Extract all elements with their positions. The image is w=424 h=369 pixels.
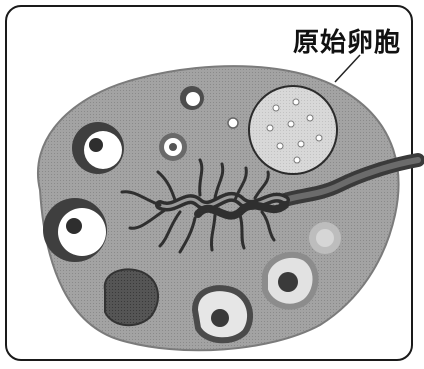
callout-leader xyxy=(335,55,360,82)
follicle-bottom-center xyxy=(195,288,250,340)
primordial-follicle-label: 原始卵胞 xyxy=(293,22,401,59)
follicle-small-top xyxy=(180,86,204,110)
follicle-left-upper xyxy=(72,122,124,174)
follicle-tiny xyxy=(228,118,238,128)
follicle-ring xyxy=(159,133,187,161)
primordial-zoom-circle xyxy=(249,86,337,174)
follicle-left-lower xyxy=(43,198,107,262)
follicle-right-faint xyxy=(309,222,341,254)
corpus-luteum xyxy=(105,269,158,325)
follicle-bottom-right xyxy=(265,255,316,307)
